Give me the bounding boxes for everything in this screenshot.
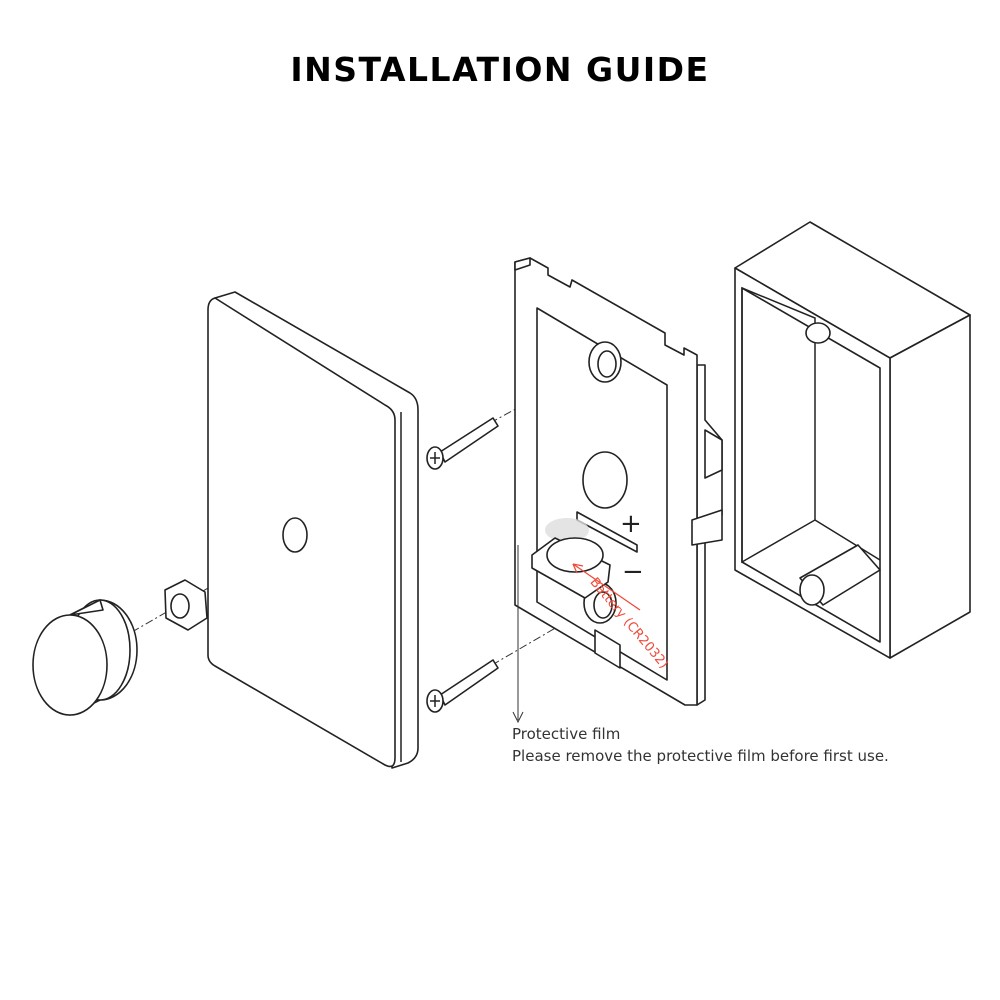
knob-shaft-hole [282,517,308,553]
back-mounting-plate: + − [514,257,723,706]
screw-bottom [426,659,499,713]
protective-film-pointer [512,545,524,724]
screw-top [426,417,499,470]
protective-film [545,518,589,542]
battery-pointer [572,563,641,611]
front-cover-plate [207,291,419,769]
plus-sign: + [620,509,642,539]
minus-sign: − [622,557,644,587]
battery-coin [546,537,604,573]
knob-cap [32,599,138,716]
wall-box [734,221,971,659]
page-title: INSTALLATION GUIDE [290,50,710,89]
knob-nut [164,579,208,631]
protective-film-note: Please remove the protective film before… [512,747,889,765]
protective-film-label: Protective film [512,725,621,743]
